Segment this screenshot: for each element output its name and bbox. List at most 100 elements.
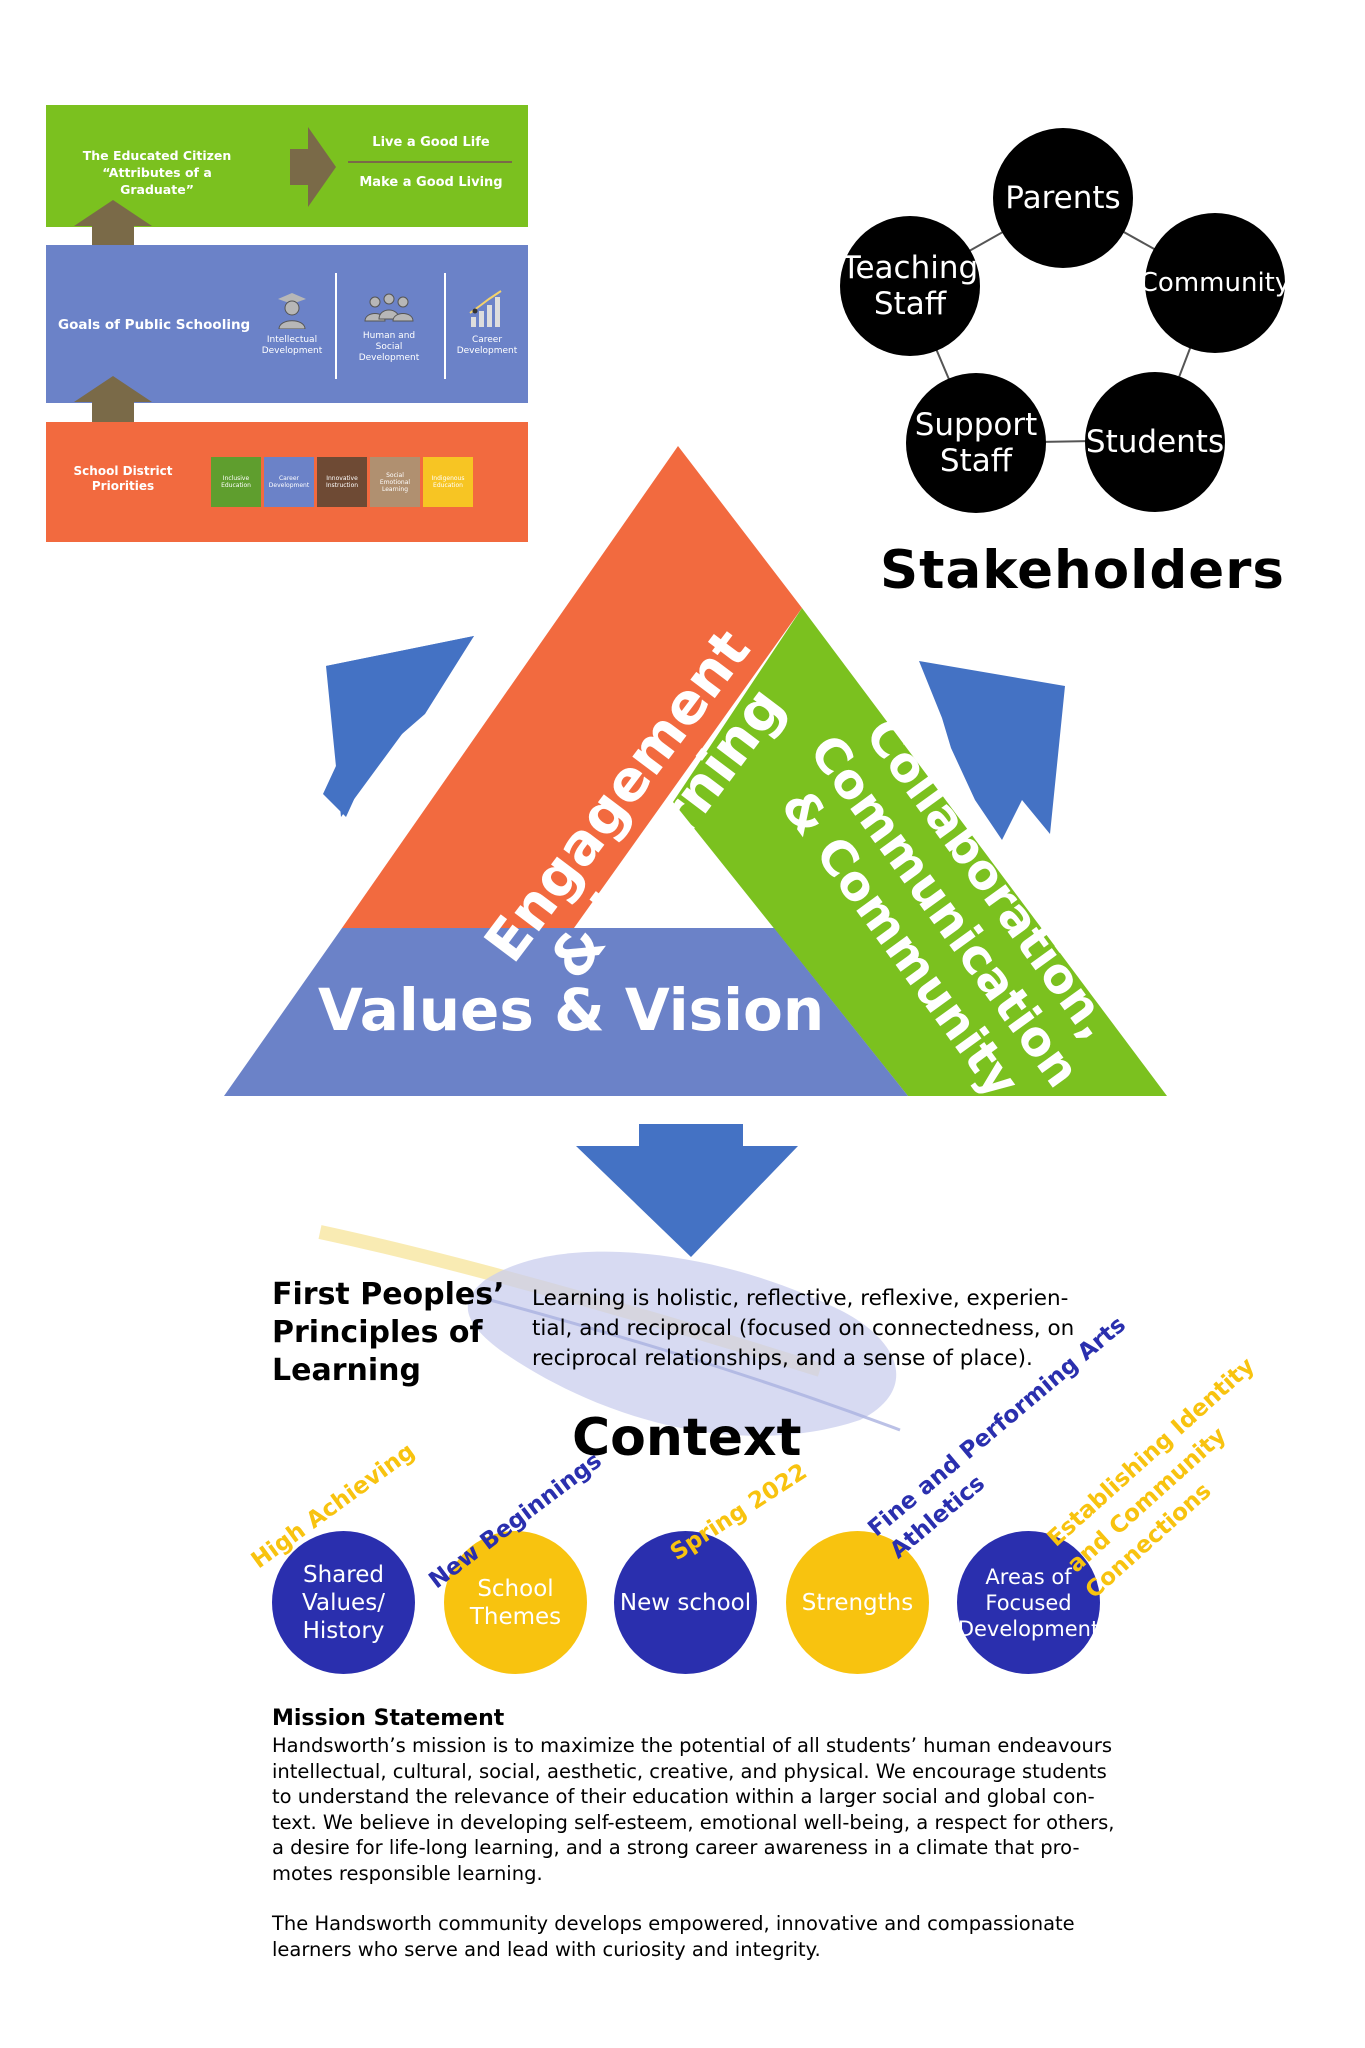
down-arrow-icon: [576, 1124, 798, 1257]
context-circle-label: Strengths: [801, 1589, 914, 1616]
stakeholder-label: Staff: [939, 443, 1013, 479]
engagement-learning-side: [342, 446, 802, 928]
priority-label: Development: [268, 482, 310, 489]
mission-line: text. We believe in developing self-este…: [272, 1810, 1115, 1834]
stakeholder-students: Students: [1085, 372, 1225, 512]
triangle-diagram: [224, 446, 1167, 1257]
mission-title: Mission Statement: [272, 1706, 505, 1731]
stakeholder-community: Community: [1140, 213, 1290, 353]
first-peoples-title: First Peoples’ Principles of Learning: [272, 1276, 505, 1390]
priorities-title: School District Priorities: [58, 464, 188, 494]
stakeholder-parents: Parents: [993, 128, 1133, 268]
priority-label: Inclusive: [222, 475, 250, 482]
context-circle-label: History: [302, 1617, 385, 1644]
goal-label: Career: [471, 335, 503, 345]
context-circle-label: Shared: [303, 1561, 384, 1588]
educated-citizen-band: The Educated Citizen “Attributes of a Gr…: [46, 105, 528, 227]
goals-title: Goals of Public Schooling: [58, 317, 251, 333]
context-tag: Spring 2022: [665, 1458, 812, 1566]
context-circle-label: New school: [619, 1589, 752, 1616]
first-peoples-text-line: tial, and reciprocal (focused on connect…: [532, 1316, 1075, 1341]
stakeholder-label: Support: [914, 407, 1038, 443]
right-arrow-icon: [290, 127, 336, 207]
priority-label: Education: [433, 482, 463, 489]
values-vision-base: [224, 928, 908, 1096]
goal-intellectual: Intellectual Development: [246, 291, 338, 357]
collaboration-side: [673, 608, 1167, 1096]
priority-label: Emotional: [379, 478, 411, 486]
values-vision-label: Values & Vision: [318, 976, 825, 1044]
mission-line: Handsworth’s mission is to maximize the …: [272, 1734, 1113, 1757]
goal-label: Intellectual: [266, 335, 318, 345]
priority-label: Innovative: [326, 475, 358, 482]
up-arrow-icon: [74, 200, 152, 246]
goal-label: Development: [358, 353, 420, 363]
mission-line: intellectual, cultural, social, aestheti…: [272, 1759, 1107, 1783]
priority-label: Social: [386, 471, 404, 479]
context-circle-label: Values/: [302, 1589, 385, 1616]
stakeholder-label: Teaching: [841, 250, 979, 286]
make-good-living-label: Make a Good Living: [359, 175, 503, 190]
first-peoples-title-line: Learning: [272, 1353, 421, 1388]
context-title: Context: [572, 1408, 802, 1468]
goal-label: Social: [375, 342, 403, 352]
goal-human-social: Human and Social Development: [343, 291, 435, 364]
up-arrow-icon: [74, 376, 152, 422]
mission-line: learners who serve and lead with curiosi…: [272, 1937, 821, 1961]
mission-paragraph-1: Handsworth’s mission is to maximize the …: [272, 1733, 1114, 1886]
priority-label: Education: [221, 482, 251, 489]
stakeholder-label: Community: [1139, 268, 1291, 298]
career-chart-icon: [469, 290, 502, 327]
mission-line: to understand the relevance of their edu…: [272, 1785, 1095, 1808]
divider: [444, 273, 446, 379]
up-left-arrow-icon: [326, 636, 474, 817]
stakeholder-label: Staff: [873, 286, 947, 322]
first-peoples-text-line: reciprocal relationships, and a sense of…: [532, 1346, 1033, 1371]
context-circle-strengths: Strengths: [786, 1531, 929, 1674]
stakeholders-title: Stakeholders: [880, 540, 1285, 601]
priority-label: Career: [278, 475, 300, 482]
priority-label: Indigenous: [431, 475, 465, 482]
context-circle-new-school: New school: [614, 1531, 757, 1674]
stakeholder-label: Parents: [1005, 180, 1121, 216]
priorities-title-line1: School District: [73, 464, 173, 478]
context-circle-label: School: [477, 1575, 554, 1602]
mission-paragraph-2: The Handsworth community develops empowe…: [272, 1911, 1075, 1962]
educated-citizen-line2: “Attributes of a Graduate”: [102, 165, 212, 197]
priority-label: Instruction: [325, 482, 359, 489]
divider: [335, 273, 337, 379]
goal-label: Development: [456, 346, 518, 356]
priorities-title-line2: Priorities: [91, 479, 155, 493]
live-good-life-label: Live a Good Life: [372, 135, 490, 150]
mission-line: motes responsible learning.: [272, 1861, 543, 1885]
context-circle-label: Areas of: [985, 1564, 1072, 1589]
mission-line: The Handsworth community develops empowe…: [272, 1912, 1075, 1935]
stakeholder-label: Students: [1085, 424, 1225, 460]
mission-line: a desire for life-long learning, and a s…: [272, 1836, 1080, 1859]
priority-label: Learning: [381, 485, 409, 493]
first-peoples-title-line: Principles of: [272, 1315, 483, 1350]
group-icon: [364, 293, 414, 322]
goal-label: Human and: [362, 331, 416, 341]
context-circle-label: Focused: [985, 1590, 1072, 1615]
first-peoples-text: Learning is holistic, reflective, reflex…: [532, 1284, 1074, 1374]
goal-career: Career Development: [441, 287, 533, 357]
goals-band: Goals of Public Schooling Intellectual D…: [46, 245, 528, 403]
up-right-arrow-icon: [919, 661, 1065, 840]
educated-citizen-label: The Educated Citizen “Attributes of a Gr…: [68, 147, 246, 198]
context-circle-label: Themes: [469, 1603, 562, 1630]
first-peoples-text-line: Learning is holistic, reflective, reflex…: [532, 1286, 1069, 1311]
feather-icon: [318, 1225, 901, 1436]
context-circle-label: Development: [957, 1616, 1100, 1641]
student-icon: [278, 293, 306, 329]
